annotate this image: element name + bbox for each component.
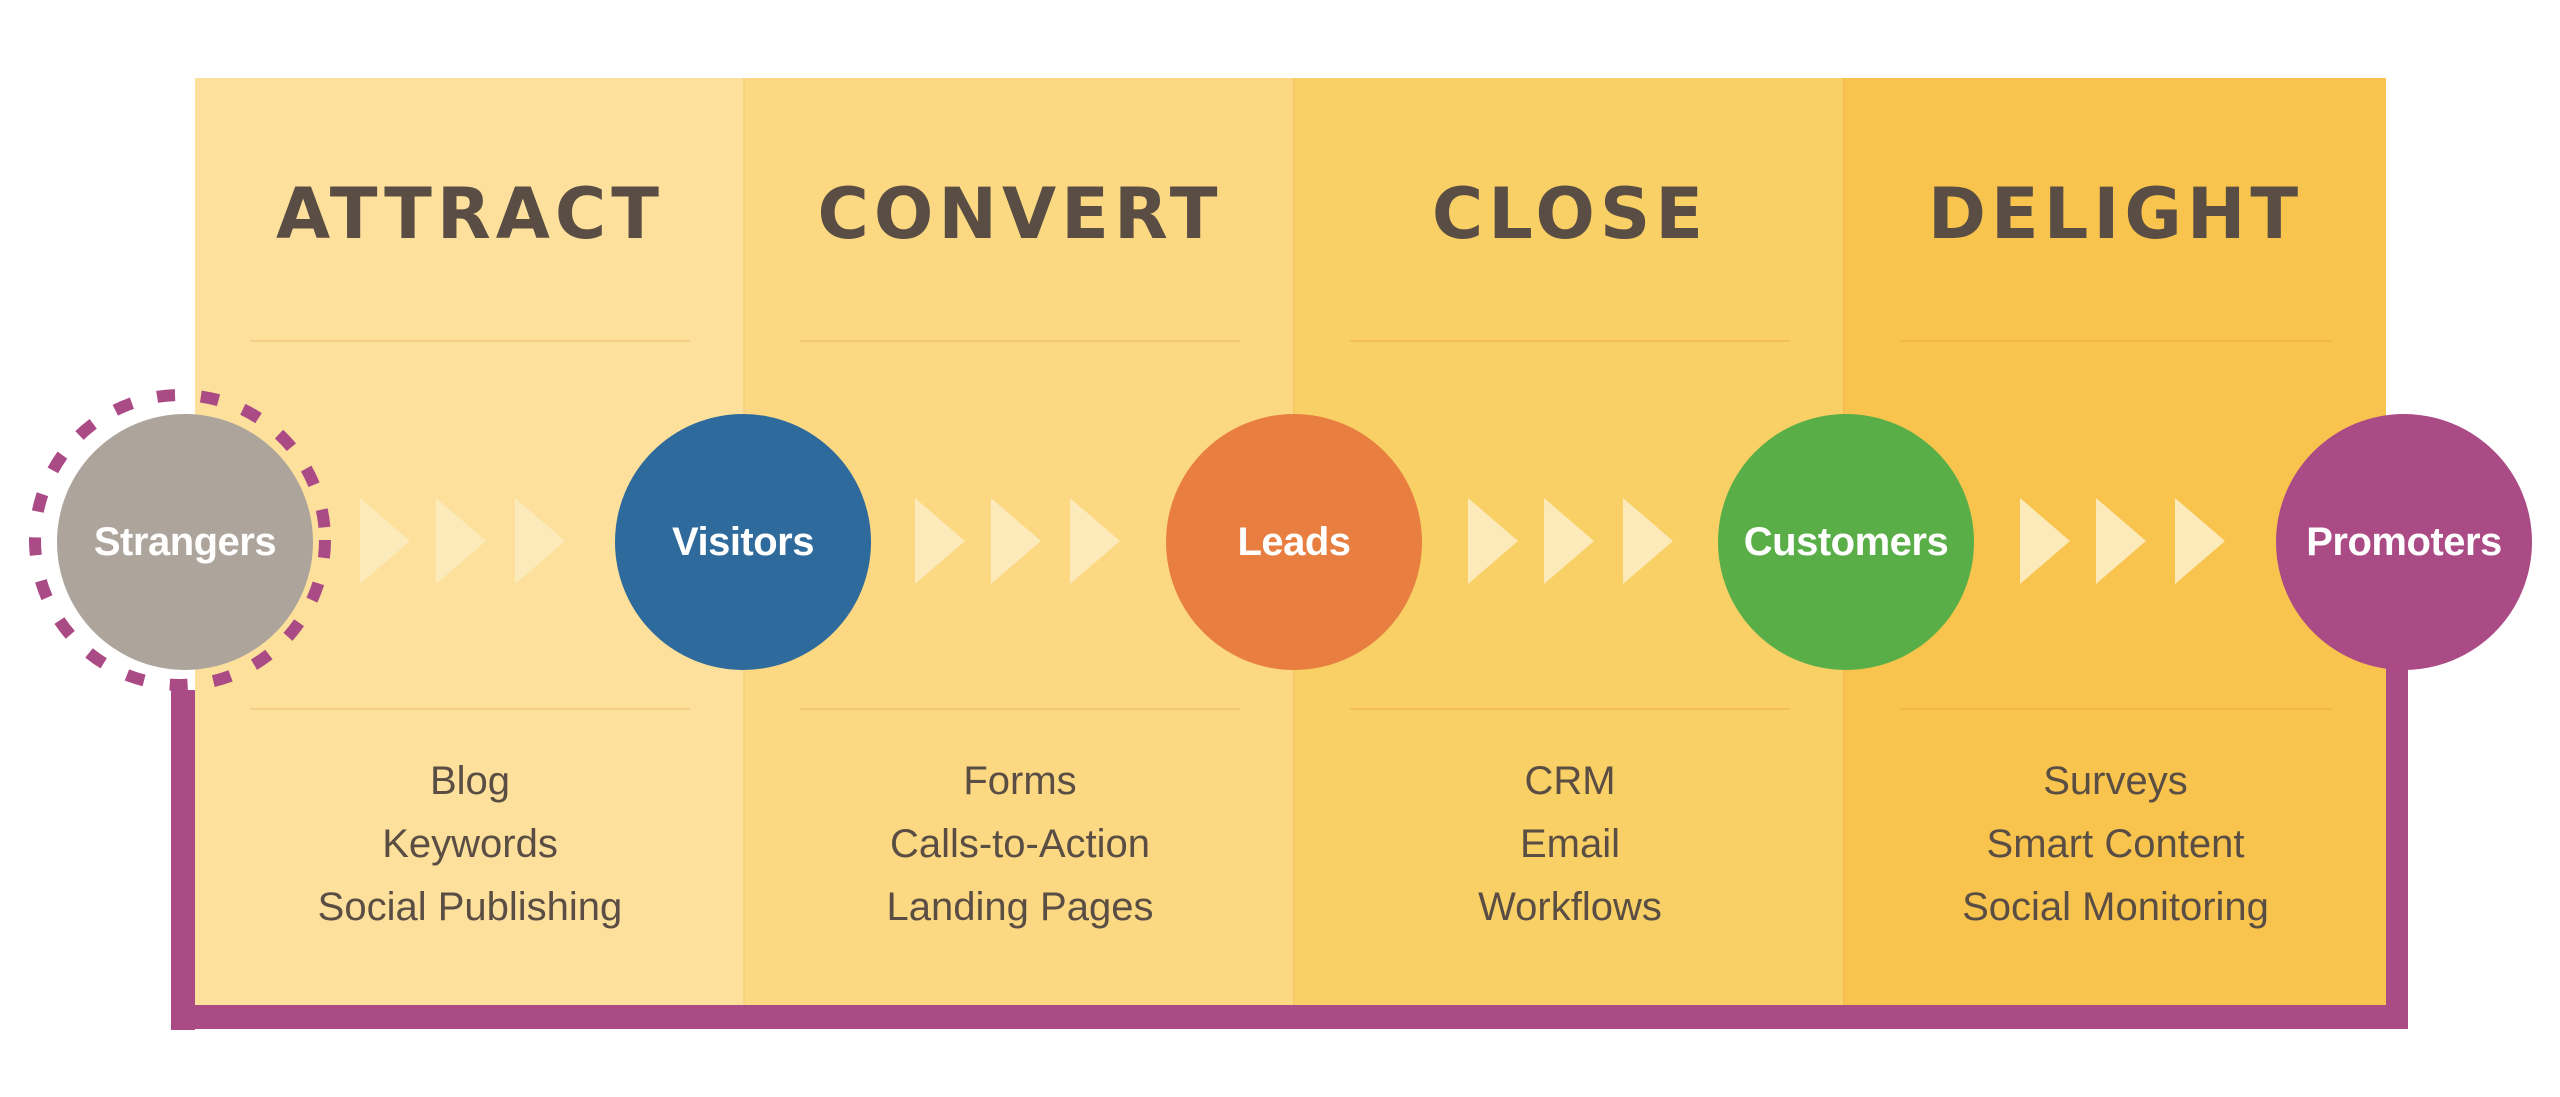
divider-rule [250, 708, 690, 710]
tool-item: Blog [429, 759, 511, 803]
tool-item: CRM [1524, 759, 1616, 803]
tool-item: Keywords [382, 822, 558, 866]
stage-tools-list: Blog Keywords Social Publishing [195, 750, 745, 939]
node-promoters: Promoters [2276, 414, 2532, 670]
tool-item: Workflows [1478, 885, 1662, 929]
node-label: Leads [1237, 519, 1351, 564]
divider-rule [800, 340, 1240, 342]
node-strangers: Strangers [57, 414, 313, 670]
divider-rule [250, 340, 690, 342]
stage-title: CONVERT [817, 173, 1223, 255]
tool-item: Surveys [2043, 759, 2188, 803]
stage-tools-list: CRM Email Workflows [1295, 750, 1845, 939]
divider-rule [1350, 708, 1790, 710]
tool-item: Email [1519, 822, 1621, 866]
divider-rule [800, 708, 1240, 710]
loop-connector-right [2386, 620, 2408, 1029]
tool-item: Smart Content [1986, 822, 2245, 866]
stage-title: CLOSE [1431, 173, 1709, 255]
divider-rule [1900, 708, 2331, 710]
loop-connector-left [171, 690, 195, 1030]
node-visitors: Visitors [615, 414, 871, 670]
stage-tools-list: Forms Calls-to-Action Landing Pages [745, 750, 1295, 939]
tool-item: Calls-to-Action [889, 822, 1151, 866]
tool-item: Social Publishing [317, 885, 623, 929]
divider-rule [1900, 340, 2331, 342]
node-label: Strangers [93, 519, 277, 564]
stage-title: ATTRACT [275, 173, 665, 255]
tool-item: Social Monitoring [1962, 885, 2269, 929]
node-customers: Customers [1718, 414, 1974, 670]
stage-title: DELIGHT [1927, 173, 2304, 255]
loop-connector-bottom [171, 1005, 2408, 1029]
node-label: Visitors [672, 519, 815, 564]
node-label: Promoters [2306, 519, 2502, 564]
tool-item: Forms [963, 759, 1077, 803]
node-label: Customers [1743, 519, 1949, 564]
tool-item: Landing Pages [886, 885, 1154, 929]
divider-rule [1350, 340, 1790, 342]
stage-tools-list: Surveys Smart Content Social Monitoring [1845, 750, 2386, 939]
node-leads: Leads [1166, 414, 1422, 670]
dashed-ring-icon [29, 389, 331, 691]
